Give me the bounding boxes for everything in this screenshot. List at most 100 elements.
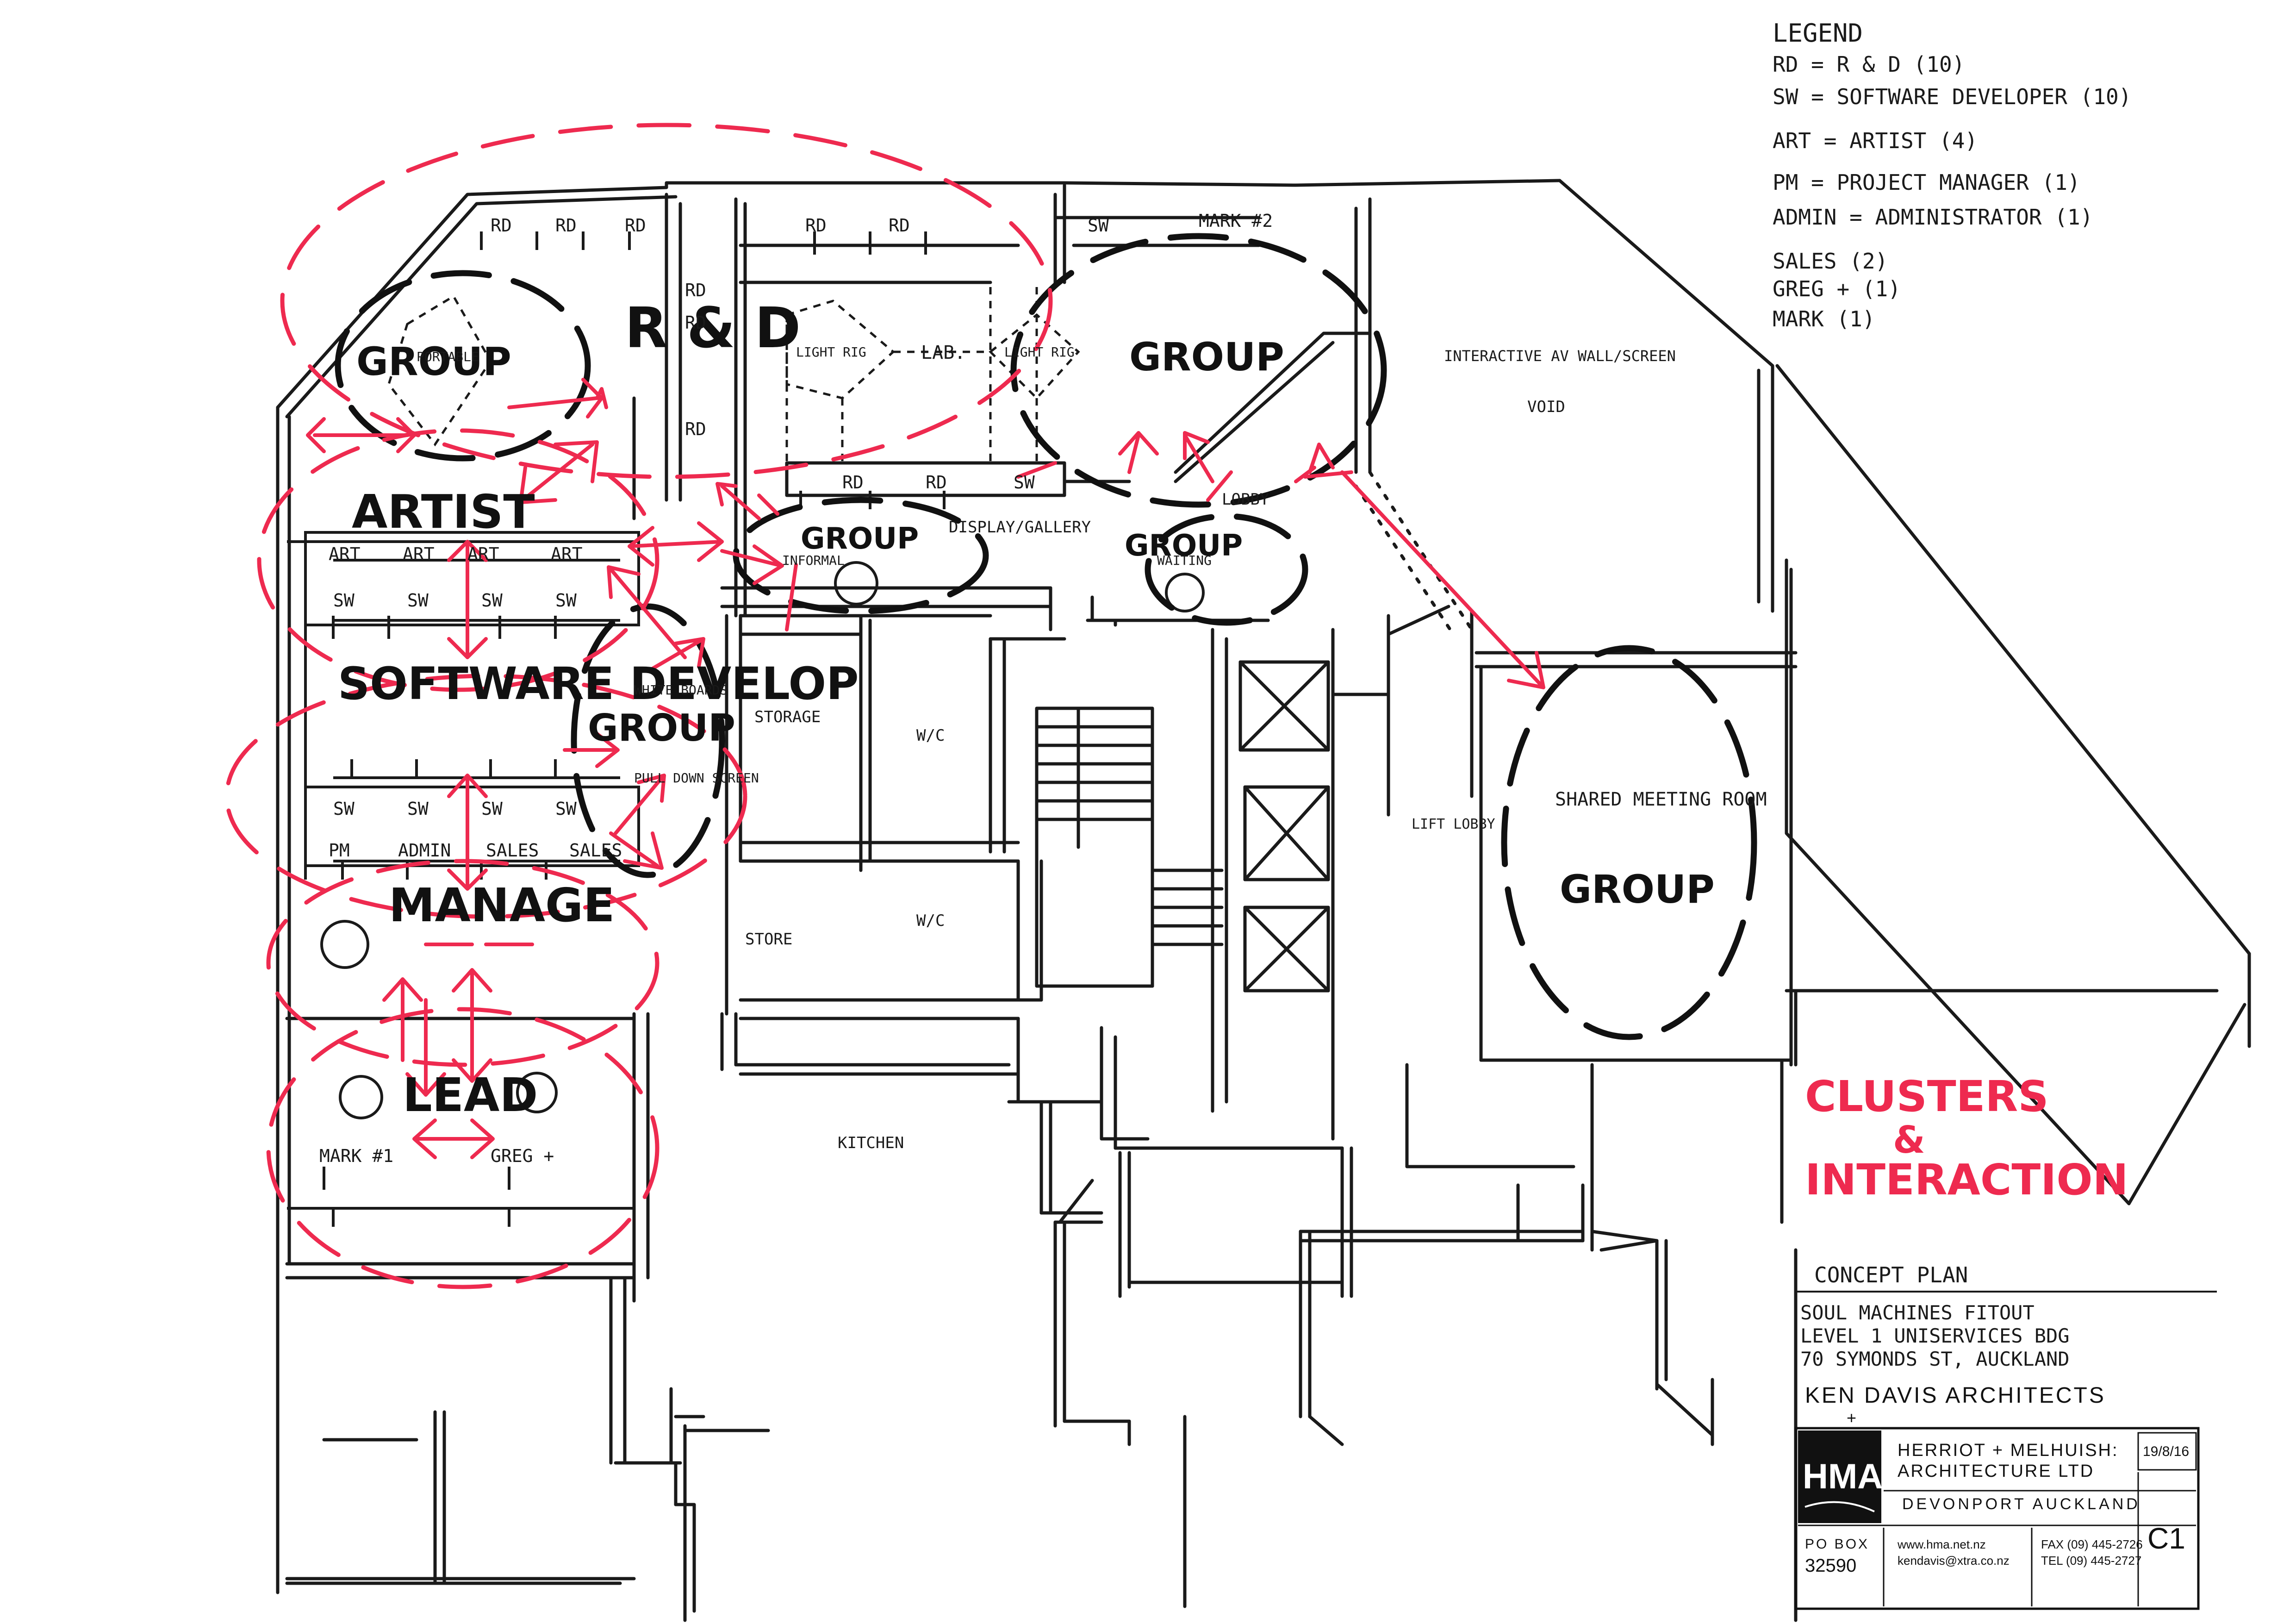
desk-rd: RD <box>805 215 827 236</box>
legend-item-sw: SW = SOFTWARE DEVELOPER (10) <box>1773 84 2131 109</box>
desk-rd: RD <box>842 472 864 493</box>
desk-rd: RD <box>555 215 577 236</box>
room-whiteboards: WHITE BOARDS <box>634 682 728 698</box>
desk-rd: RD <box>926 472 947 493</box>
room-kitchen: KITCHEN <box>838 1134 904 1152</box>
zone-label-lead: LEAD <box>403 1068 538 1122</box>
desk-sw: SW <box>333 799 355 819</box>
room-lift-lobby: LIFT LOBBY <box>1412 816 1495 832</box>
po-box-number: 32590 <box>1805 1555 1856 1576</box>
zone-label-software: SOFTWARE DEVELOP <box>338 658 859 710</box>
drawing-date: 19/8/16 <box>2143 1444 2189 1459</box>
group-circles <box>335 233 1757 1040</box>
desk-rd: RD <box>685 419 706 439</box>
group-label-lab: GROUP <box>1129 334 1284 380</box>
room-wc: W/C <box>916 726 945 745</box>
zone-label-manage: MANAGE <box>389 878 615 932</box>
legend: LEGEND RD = R & D (10) SW = SOFTWARE DEV… <box>1773 19 2131 331</box>
cluster-circles <box>224 123 1053 1289</box>
group-label-waiting: GROUP <box>1125 529 1243 563</box>
desk-admin: ADMIN <box>398 840 451 861</box>
legend-item-rd: RD = R & D (10) <box>1773 52 1965 77</box>
room-wc: W/C <box>916 912 945 930</box>
interaction-arrows <box>306 378 1545 1159</box>
headline-line-2: & <box>1893 1118 1925 1162</box>
room-informal: INFORMAL <box>782 553 845 568</box>
lab-dashed-lines <box>387 287 1080 463</box>
desk-sales: SALES <box>569 840 622 861</box>
concept-line-3: 70 SYMONDS ST, AUCKLAND <box>1800 1348 2070 1370</box>
legend-item-sales: SALES (2) <box>1773 249 1888 274</box>
firm2-line-1: HERRIOT + MELHUISH: <box>1898 1441 2119 1460</box>
hma-logo: HMA <box>1803 1457 1883 1496</box>
desk-sw: SW <box>481 799 503 819</box>
desk-sw: SW <box>1088 215 1109 236</box>
desk-art: ART <box>551 544 583 564</box>
desk-rd: RD <box>685 280 706 300</box>
zone-labels: R & D ARTIST SOFTWARE DEVELOP MANAGE LEA… <box>338 296 859 1122</box>
headline-line-3: INTERACTION <box>1805 1155 2128 1205</box>
round-tables <box>320 561 1205 1119</box>
clusters-interaction-headline: CLUSTERS & INTERACTION <box>1805 1072 2128 1205</box>
desk-sw: SW <box>407 799 429 819</box>
room-storage: STORAGE <box>754 708 821 726</box>
desk-art: ART <box>329 544 361 564</box>
firm-plus: + <box>1847 1408 1856 1427</box>
room-light-rig: LIGHT RIG <box>796 344 866 360</box>
desk-mark2: MARK #2 <box>1199 211 1273 231</box>
group-label-rd: GROUP <box>356 339 511 384</box>
legend-item-admin: ADMIN = ADMINISTRATOR (1) <box>1773 205 2093 230</box>
desk-rd: RD <box>685 312 706 333</box>
desk-greg: GREG + <box>491 1146 554 1166</box>
desk-mark1: MARK #1 <box>319 1146 393 1166</box>
room-labels: LAB. LIGHT RIG LIGHT RIG PORTABLE DISPLA… <box>417 342 1676 1152</box>
desk-rd: RD <box>889 215 910 236</box>
desk-pm: PM <box>329 840 350 861</box>
concept-line-2: LEVEL 1 UNISERVICES BDG <box>1800 1324 2070 1347</box>
sheet-number: C1 <box>2147 1522 2185 1555</box>
desk-sw: SW <box>555 590 577 611</box>
floor-plan-walls <box>276 179 2251 1622</box>
legend-item-art: ART = ARTIST (4) <box>1773 128 1978 153</box>
legend-item-mark: MARK (1) <box>1773 306 1875 331</box>
room-lab: LAB. <box>921 342 965 363</box>
legend-item-pm: PM = PROJECT MANAGER (1) <box>1773 170 2080 195</box>
room-interactive: INTERACTIVE AV WALL/SCREEN <box>1444 347 1676 365</box>
room-pulldown: PULL DOWN SCREEN <box>634 770 759 786</box>
room-waiting: WAITING <box>1157 553 1212 568</box>
headline-line-1: CLUSTERS <box>1805 1072 2049 1121</box>
legend-item-greg: GREG + (1) <box>1773 276 1901 301</box>
email: kendavis@xtra.co.nz <box>1898 1554 2010 1568</box>
firm2-line-2: ARCHITECTURE LTD <box>1898 1462 2094 1481</box>
room-light-rig: LIGHT RIG <box>1004 344 1075 360</box>
desk-rd: RD <box>491 215 512 236</box>
location: DEVONPORT AUCKLAND <box>1902 1495 2140 1513</box>
group-label-meeting: GROUP <box>1560 867 1715 912</box>
group-label-informal: GROUP <box>801 522 919 556</box>
desk-labels: RD RD RD RD RD RD RD RD RD RD SW SW MARK… <box>319 211 1273 1166</box>
room-store: STORE <box>745 930 792 949</box>
po-box-label: PO BOX <box>1805 1537 1869 1552</box>
title-block: KEN DAVIS ARCHITECTS + HMA HERRIOT + MEL… <box>1794 1383 2200 1610</box>
desk-sw: SW <box>333 590 355 611</box>
shared-meeting-room-label: SHARED MEETING ROOM <box>1555 789 1767 810</box>
room-portable: PORTABLE <box>417 349 479 364</box>
desk-art: ART <box>467 544 499 564</box>
desk-art: ART <box>403 544 435 564</box>
desk-sw: SW <box>1014 472 1035 493</box>
desk-rd: RD <box>625 215 646 236</box>
desk-chairs <box>287 231 946 1227</box>
concept-title: CONCEPT PLAN <box>1814 1262 1968 1287</box>
firm-name: KEN DAVIS ARCHITECTS <box>1805 1383 2106 1408</box>
zone-label-artist: ARTIST <box>352 485 535 539</box>
group-label-software: GROUP <box>588 706 735 750</box>
desk-sw: SW <box>555 799 577 819</box>
room-void: VOID <box>1527 398 1565 416</box>
desk-sales: SALES <box>486 840 539 861</box>
concept-plan-note: CONCEPT PLAN SOUL MACHINES FITOUT LEVEL … <box>1796 1262 2217 1370</box>
fax: FAX (09) 445-2726 <box>2041 1537 2143 1551</box>
desk-sw: SW <box>481 590 503 611</box>
zone-label-rd: R & D <box>625 296 801 361</box>
concept-line-1: SOUL MACHINES FITOUT <box>1800 1301 2035 1324</box>
